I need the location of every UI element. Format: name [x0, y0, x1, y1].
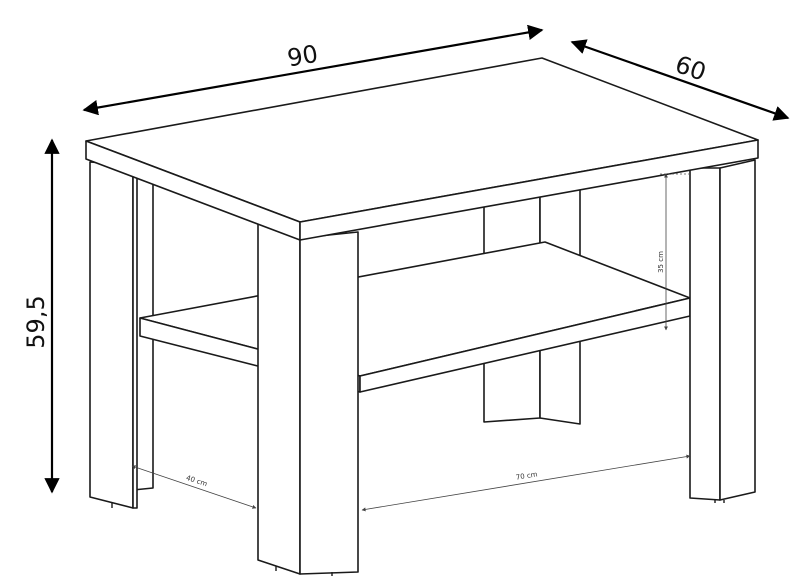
inner-depth-label: 40 cm [185, 474, 208, 488]
shelf-clearance-dimension: 35 cm [657, 173, 690, 331]
inner-width-label: 70 cm [515, 470, 538, 481]
height-dimension: 59,5 [22, 138, 60, 494]
back-right-leg [689, 159, 756, 503]
tabletop [85, 57, 759, 241]
lower-shelf [139, 241, 691, 393]
width-label: 90 [285, 40, 320, 73]
front-center-leg [257, 221, 359, 576]
shelf-clearance-label: 35 cm [657, 251, 665, 273]
width-dimension: 90 [82, 24, 544, 116]
front-left-leg [89, 161, 138, 509]
height-label: 59,5 [22, 295, 50, 348]
depth-label: 60 [672, 50, 710, 86]
inner-width-dimension: 70 cm [361, 454, 691, 512]
